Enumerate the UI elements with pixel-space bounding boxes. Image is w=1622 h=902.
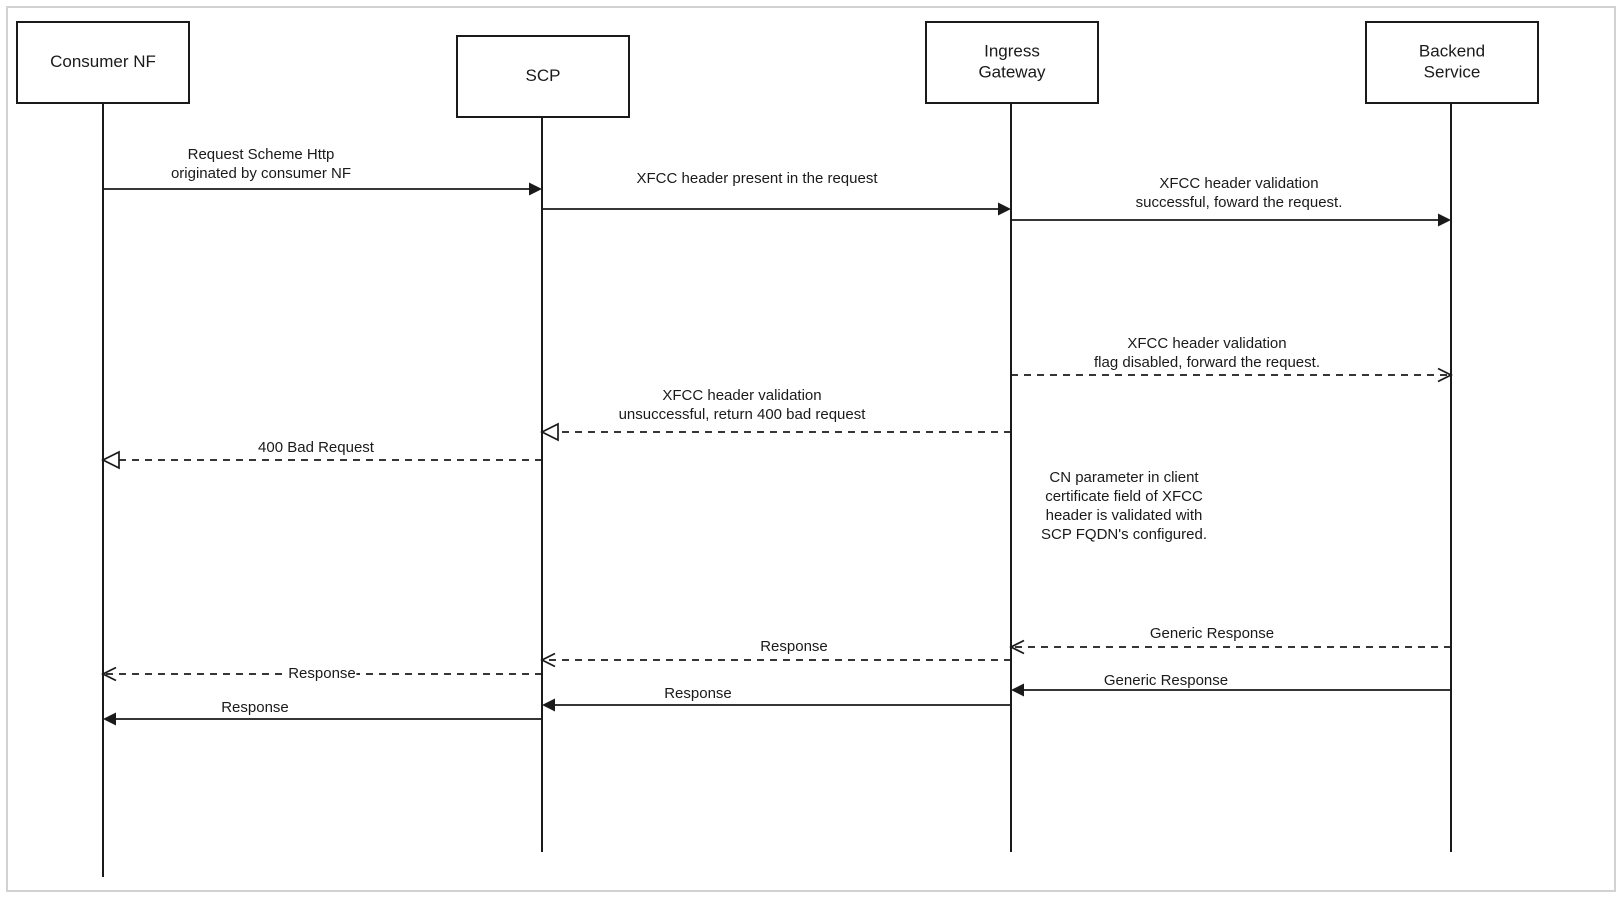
arrowhead-filled (529, 182, 542, 196)
message-msg-response-consumer-solid[interactable]: Response (103, 699, 542, 726)
participant-label-ingress-gateway: Ingress (984, 41, 1040, 60)
arrowhead-hollow (101, 450, 120, 470)
arrowhead-hollow (540, 422, 559, 442)
note-line: header is validated with (1046, 507, 1203, 524)
message-label: Response (760, 638, 828, 655)
message-label: Generic Response (1104, 672, 1228, 689)
message-label: Generic Response (1150, 625, 1274, 642)
note-line: SCP FQDN's configured. (1041, 526, 1207, 543)
arrowhead-filled (103, 712, 116, 726)
arrowhead-open (540, 652, 556, 668)
message-msg-xfcc-validation-unsuccessful[interactable]: XFCC header validation unsuccessful, retu… (540, 387, 1011, 442)
message-msg-response-scp-to-ingress-solid[interactable]: Response (542, 685, 1011, 712)
message-label: Response (288, 665, 356, 682)
participant-box-rect (16, 21, 190, 104)
participant-label-consumer-nf: Consumer NF (50, 52, 156, 71)
arrowhead-open (101, 666, 117, 682)
arrowhead-filled (1011, 683, 1024, 697)
message-label: XFCC header validation (1159, 175, 1318, 192)
message-label: 400 Bad Request (258, 439, 375, 456)
notes-layer: CN parameter in client certificate field … (1041, 469, 1207, 543)
arrowhead-filled (542, 698, 555, 712)
message-msg-response-consumer-dashed[interactable]: Response (101, 665, 542, 683)
arrowhead-open (1009, 639, 1025, 655)
participant-label-backend-service: Backend (1419, 41, 1485, 60)
participant-scp[interactable]: SCP (456, 35, 630, 118)
participant-box-rect (456, 35, 630, 118)
message-label: XFCC header validation (662, 387, 821, 404)
participant-consumer-nf[interactable]: Consumer NF (16, 21, 190, 104)
message-label: Response (664, 685, 732, 702)
participant-box-rect (925, 21, 1099, 104)
message-msg-response-scp-to-ingress-dashed[interactable]: Response (540, 638, 1011, 668)
diagram-border (6, 6, 1616, 892)
message-msg-xfcc-flag-disabled[interactable]: XFCC header validation flag disabled, for… (1011, 335, 1453, 383)
message-label: flag disabled, forward the request. (1094, 354, 1320, 371)
message-msg-request-scheme-http[interactable]: Request Scheme Http originated by consume… (103, 146, 542, 196)
message-label: Response (221, 699, 289, 716)
message-label-backdrop (287, 665, 357, 683)
message-msg-generic-response-solid[interactable]: Generic Response (1011, 672, 1451, 697)
participant-box-rect (1365, 21, 1539, 104)
message-label: successful, foward the request. (1136, 194, 1343, 211)
message-msg-xfcc-header-present[interactable]: XFCC header present in the request (542, 170, 1011, 216)
lifelines-layer (102, 103, 1452, 877)
messages-layer: Request Scheme Http originated by consume… (101, 146, 1453, 726)
message-label: XFCC header validation (1127, 335, 1286, 352)
participant-label-scp: SCP (526, 66, 561, 85)
message-msg-400-bad-request[interactable]: 400 Bad Request (101, 439, 542, 470)
arrowhead-filled (1438, 213, 1451, 227)
note-line: CN parameter in client (1049, 469, 1199, 486)
message-label: XFCC header present in the request (637, 170, 879, 187)
arrowhead-open (1437, 367, 1453, 383)
message-label: originated by consumer NF (171, 165, 351, 182)
message-msg-xfcc-validation-successful[interactable]: XFCC header validation successful, foward… (1011, 175, 1451, 227)
note-line: certificate field of XFCC (1045, 488, 1203, 505)
message-label: unsuccessful, return 400 bad request (619, 406, 867, 423)
message-label: Request Scheme Http (188, 146, 335, 163)
participant-label-backend-service: Service (1424, 62, 1481, 81)
arrowhead-filled (998, 202, 1011, 216)
message-msg-generic-response-dashed[interactable]: Generic Response (1009, 625, 1451, 655)
note-note-cn-parameter: CN parameter in client certificate field … (1041, 469, 1207, 543)
participant-label-ingress-gateway: Gateway (978, 62, 1046, 81)
